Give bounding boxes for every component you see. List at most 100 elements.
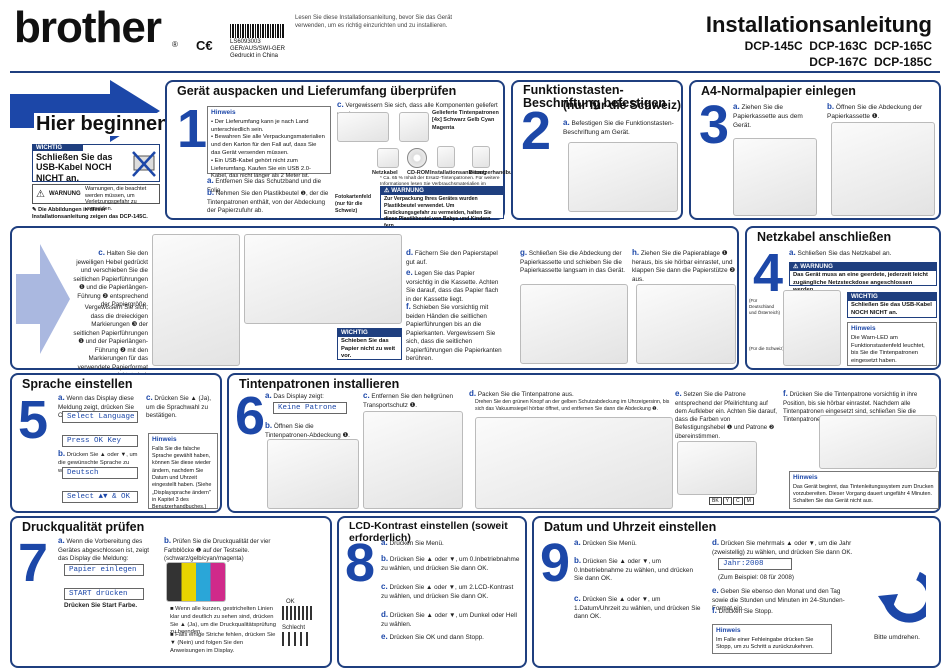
step8-c: c. Drücken Sie ▲ oder ▼, um 2.LCD-Kontra… bbox=[381, 582, 514, 600]
step2-title: Funktionstasten-Beschriftung befestigen bbox=[523, 83, 667, 111]
step3-important: WICHTIG Schieben Sie das Papier nicht zu… bbox=[337, 328, 402, 360]
step6-d: d. Packen Sie die Tintenpatrone aus. bbox=[469, 389, 574, 398]
hint-heading: Hinweis bbox=[211, 109, 236, 116]
step6-panel: Tintenpatronen installieren 6 a. Das Dis… bbox=[227, 373, 941, 513]
lcd-load-paper: Papier einlegen bbox=[64, 564, 144, 576]
tray-pull-illustration bbox=[733, 138, 817, 216]
step3-b: b. Öffnen Sie die Abdeckung der Papierka… bbox=[827, 102, 923, 120]
country-ch: (Für die Schweiz) bbox=[749, 346, 785, 351]
ce-mark: C€ bbox=[196, 38, 213, 53]
step3-g: g. Schließen Sie die Abdeckung der Papie… bbox=[520, 248, 626, 275]
step9-c: c. Drücken Sie ▲ oder ▼, um 1.Datum/Uhrz… bbox=[574, 594, 701, 621]
step7-b1: ■ Wenn alle kurzen, gestrichelten Linien… bbox=[170, 606, 276, 636]
lcd-no-cartridge: Keine Patrone bbox=[273, 402, 347, 414]
doc-code: LS6093003 bbox=[230, 39, 261, 45]
step8-d: d. Drücken Sie ▲ oder ▼, um Dunkel oder … bbox=[381, 610, 517, 628]
step3-a: a. Ziehen Sie die Papierkassette aus dem… bbox=[733, 102, 803, 129]
step1-panel: Gerät auspacken und Lieferumfang überprü… bbox=[165, 80, 519, 229]
step7-title: Druckqualität prüfen bbox=[22, 520, 145, 534]
hint-item: • Bewahren Sie alle Verpackungsmateriali… bbox=[211, 134, 325, 157]
important-label: WICHTIG bbox=[33, 145, 83, 151]
step7-panel: Druckqualität prüfen 7 a. Wenn die Vorbe… bbox=[10, 516, 332, 668]
hint-text: Die Warn-LED am Funktionstastenfeld leuc… bbox=[851, 334, 925, 365]
brand-logo: brother bbox=[14, 3, 162, 52]
step9-d2: (Zum Beispiel: 08 für 2008) bbox=[718, 574, 794, 581]
cartridges-illustration bbox=[399, 112, 429, 142]
step6-d2: Drehen Sie den grünen Knopf an der gelbe… bbox=[475, 399, 670, 413]
step5-title: Sprache einstellen bbox=[22, 377, 133, 391]
step7-b2: ■ Falls einige Striche fehlen, drücken S… bbox=[170, 632, 276, 654]
warning-triangle-icon: ⚠ bbox=[36, 189, 45, 200]
step6-title: Tintenpatronen installieren bbox=[239, 377, 400, 391]
color-label: C bbox=[733, 497, 743, 505]
important-text: Schließen Sie das USB-Kabel NOCH NICHT a… bbox=[851, 302, 932, 316]
lcd-language: Deutsch bbox=[62, 467, 138, 479]
label-guide: Installationsanleitung bbox=[430, 170, 487, 176]
start-important-box: WICHTIG Schließen Sie das USB-Kabel NOCH… bbox=[32, 144, 160, 183]
step9-number: 9 bbox=[540, 533, 571, 593]
step7-a2: Drücken Sie Start Farbe. bbox=[64, 602, 138, 609]
power-cord-illustration bbox=[377, 148, 399, 168]
step9-title: Datum und Uhrzeit einstellen bbox=[544, 520, 717, 534]
step6-e: e. Setzen Sie die Patrone entsprechend d… bbox=[675, 389, 777, 440]
step8-number: 8 bbox=[345, 533, 376, 593]
header-rule bbox=[10, 71, 940, 73]
important-heading: WICHTIG bbox=[338, 329, 401, 338]
step1-title: Gerät auspacken und Lieferumfang überprü… bbox=[177, 84, 457, 98]
hint-text: Das Gerät beginnt, das Tintenleitungssys… bbox=[793, 483, 934, 505]
hint-text: Falls Sie die falsche Sprache gewählt ha… bbox=[152, 445, 212, 511]
guide-adjust-illustration bbox=[152, 234, 240, 366]
step3-c2: Vergewissern Sie sich, dass die dreiecki… bbox=[73, 304, 148, 379]
step5-hint: Hinweis Falls Sie die falsche Sprache ge… bbox=[148, 433, 218, 511]
color-label: Y bbox=[722, 497, 733, 505]
cartridge-unpack-illustration bbox=[475, 417, 673, 509]
label-attach-illustration bbox=[568, 142, 678, 212]
label-manual: Benutzerhandbuch bbox=[469, 170, 519, 176]
step6-c: c. Entfernen Sie den hellgrünen Transpor… bbox=[363, 391, 453, 409]
step8-panel: LCD-Kontrast einstellen (soweit erforder… bbox=[337, 516, 527, 668]
color-label: M bbox=[743, 497, 754, 505]
important-heading: WICHTIG bbox=[848, 293, 936, 302]
step7-a: a. Wenn die Vorbereitung des Gerätes abg… bbox=[58, 536, 150, 563]
step6-a: a. Das Display zeigt: bbox=[265, 391, 324, 400]
step3-number: 3 bbox=[699, 95, 730, 155]
step5-c: c. Drücken Sie ▲ (Ja), um die Sprachwahl… bbox=[146, 393, 212, 420]
warning-heading: ⚠ WARNUNG bbox=[790, 263, 936, 272]
quality-bad-swatch bbox=[282, 632, 312, 646]
paper-stack-illustration bbox=[244, 234, 402, 324]
no-usb-icon bbox=[132, 151, 156, 177]
step3-f: f. Schieben Sie vorsichtig mit beiden Hä… bbox=[406, 302, 502, 363]
step3-panel: A4-Normalpapier einlegen 3 a. Ziehen Sie… bbox=[689, 80, 941, 220]
lcd-press-ok: Press OK Key bbox=[62, 435, 138, 447]
step6-hint: Hinweis Das Gerät beginnt, das Tintenlei… bbox=[789, 471, 939, 509]
hint-item: • Ein USB-Kabel gehört nicht zum Lieferu… bbox=[211, 157, 311, 180]
doc-lang: GER/AUS/SWI-GER bbox=[230, 46, 286, 53]
important-text: Schieben Sie das Papier nicht zu weit vo… bbox=[341, 338, 396, 360]
step9-e: e. Geben Sie ebenso den Monat und den Ta… bbox=[712, 586, 845, 613]
intro-text: Lesen Sie diese Installationsanleitung, … bbox=[295, 15, 453, 30]
hint-text: Im Falle einer Fehleingabe drücken Sie S… bbox=[716, 636, 814, 651]
label-photo-paper: Fotokartenfeld (nur für die Schweiz) bbox=[335, 194, 372, 215]
step4-panel: Netzkabel anschließen 4 a. Schließen Sie… bbox=[745, 226, 941, 370]
output-tray-illustration bbox=[636, 284, 736, 364]
step4-important: WICHTIG Schließen Sie das USB-Kabel NOCH… bbox=[847, 292, 937, 318]
lcd-press-start: START drücken bbox=[64, 588, 144, 600]
quality-ok-swatch bbox=[282, 606, 312, 620]
step9-hint: Hinweis Im Falle einer Fehleingabe drück… bbox=[712, 624, 832, 654]
step2-a: a. Befestigen Sie die Funktionstasten-Be… bbox=[563, 118, 674, 136]
lcd-select-ok: Select ▲▼ & OK bbox=[62, 491, 138, 503]
warning-text: Warnungen, die beachtet werden müssen, u… bbox=[85, 186, 147, 212]
step9-panel: Datum und Uhrzeit einstellen 9 a. Drücke… bbox=[532, 516, 941, 668]
step9-a: a. Drücken Sie Menü. bbox=[574, 538, 637, 547]
step8-e: e. Drücken Sie OK und dann Stopp. bbox=[381, 632, 484, 641]
color-label: BK bbox=[709, 497, 722, 505]
country-de-at: (Für Deutschland und Österreich) bbox=[749, 298, 781, 316]
step3-h: h. Ziehen Sie die Papierablage ❶ heraus,… bbox=[632, 248, 735, 283]
step3-d: d. Fächern Sie den Papierstapel gut auf. bbox=[406, 248, 498, 266]
step8-title: LCD-Kontrast einstellen (soweit erforder… bbox=[349, 520, 508, 544]
step3-e: e. Legen Sie das Papier vorsichtig in di… bbox=[406, 268, 499, 303]
start-warning-box: ⚠ WARNUNG Warnungen, die beachtet werden… bbox=[32, 184, 160, 212]
lcd-select-language: Select Language bbox=[62, 411, 138, 423]
step9-f: f. Drücken Sie Stopp. bbox=[712, 606, 773, 615]
